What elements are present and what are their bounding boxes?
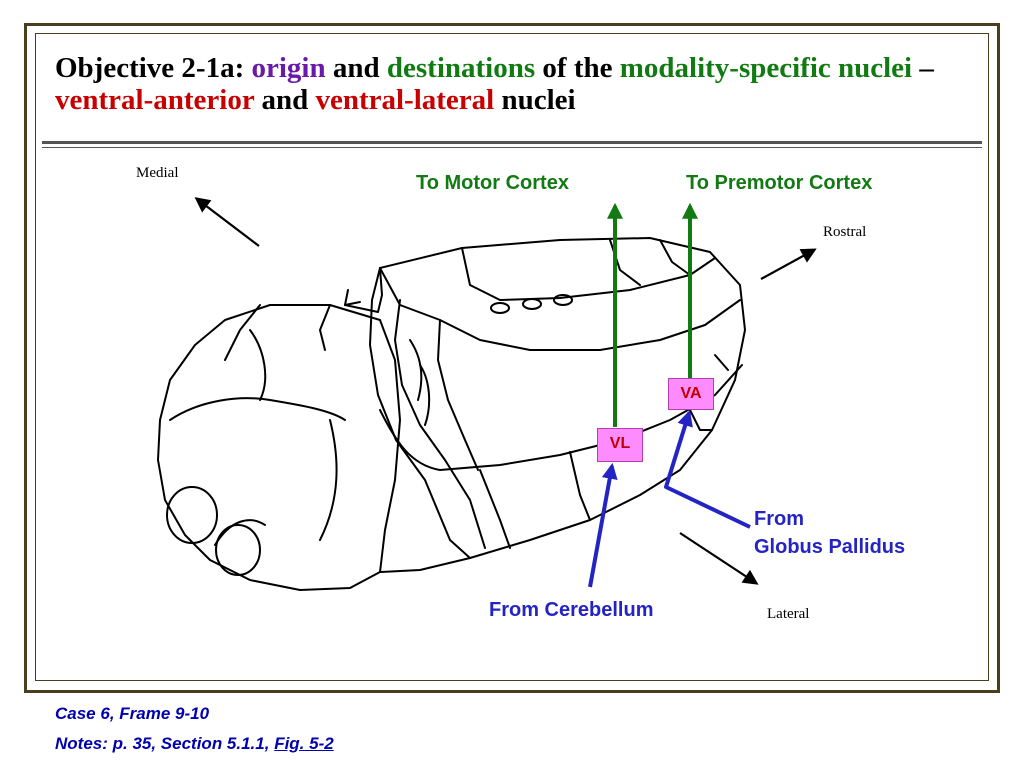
- title-and-1: and: [325, 52, 387, 84]
- premotor-cortex-label: To Premotor Cortex: [686, 172, 873, 194]
- title-rule-thin: [42, 147, 982, 148]
- cerebellum-label: From Cerebellum: [489, 599, 654, 621]
- title-prefix: Objective 2-1a:: [55, 52, 252, 84]
- title-of-the: of the: [535, 52, 620, 84]
- title-ventral-lateral: ventral-lateral: [315, 84, 495, 116]
- title-and-2: and: [254, 84, 316, 116]
- title-ventral-anterior: ventral-anterior: [55, 84, 255, 116]
- medial-arrow: [194, 197, 260, 247]
- thalamus-outline: [157, 237, 746, 591]
- title-dash: –: [912, 52, 934, 84]
- lateral-arrow: [679, 532, 759, 585]
- cerebellum-to-vl-arrow: [588, 462, 618, 588]
- globus-pallidus-to-va-arrow: [664, 409, 751, 529]
- motor-cortex-label: To Motor Cortex: [416, 172, 569, 194]
- title-modality-specific: modality-specific nuclei: [619, 52, 913, 84]
- title-rule-thick: [42, 141, 982, 144]
- fig-5-2-link[interactable]: Fig. 5-2: [274, 734, 334, 753]
- slide-title: Objective 2-1a: origin and destinations …: [55, 52, 985, 116]
- rostral-label: Rostral: [823, 224, 867, 240]
- notes-reference: Notes: p. 35, Section 5.1.1, Fig. 5-2: [55, 734, 334, 754]
- va-nucleus-box: VA: [668, 378, 714, 410]
- rostral-arrow: [760, 248, 817, 280]
- title-origin: origin: [251, 52, 326, 84]
- case-frame-label: Case 6, Frame 9-10: [55, 704, 210, 723]
- outer-frame: [24, 23, 1000, 693]
- lateral-label: Lateral: [767, 606, 810, 622]
- medial-label: Medial: [136, 165, 179, 181]
- globus-pallidus-label: From Globus Pallidus: [754, 505, 905, 561]
- inner-frame: [35, 33, 989, 681]
- title-destinations: destinations: [386, 52, 536, 84]
- notes-reference-text: Notes: p. 35, Section 5.1.1,: [55, 734, 275, 753]
- globus-pallidus-label-line2: Globus Pallidus: [754, 536, 906, 558]
- title-nuclei: nuclei: [494, 84, 576, 116]
- globus-pallidus-label-line1: From: [754, 508, 804, 530]
- vl-nucleus-box: VL: [597, 428, 643, 462]
